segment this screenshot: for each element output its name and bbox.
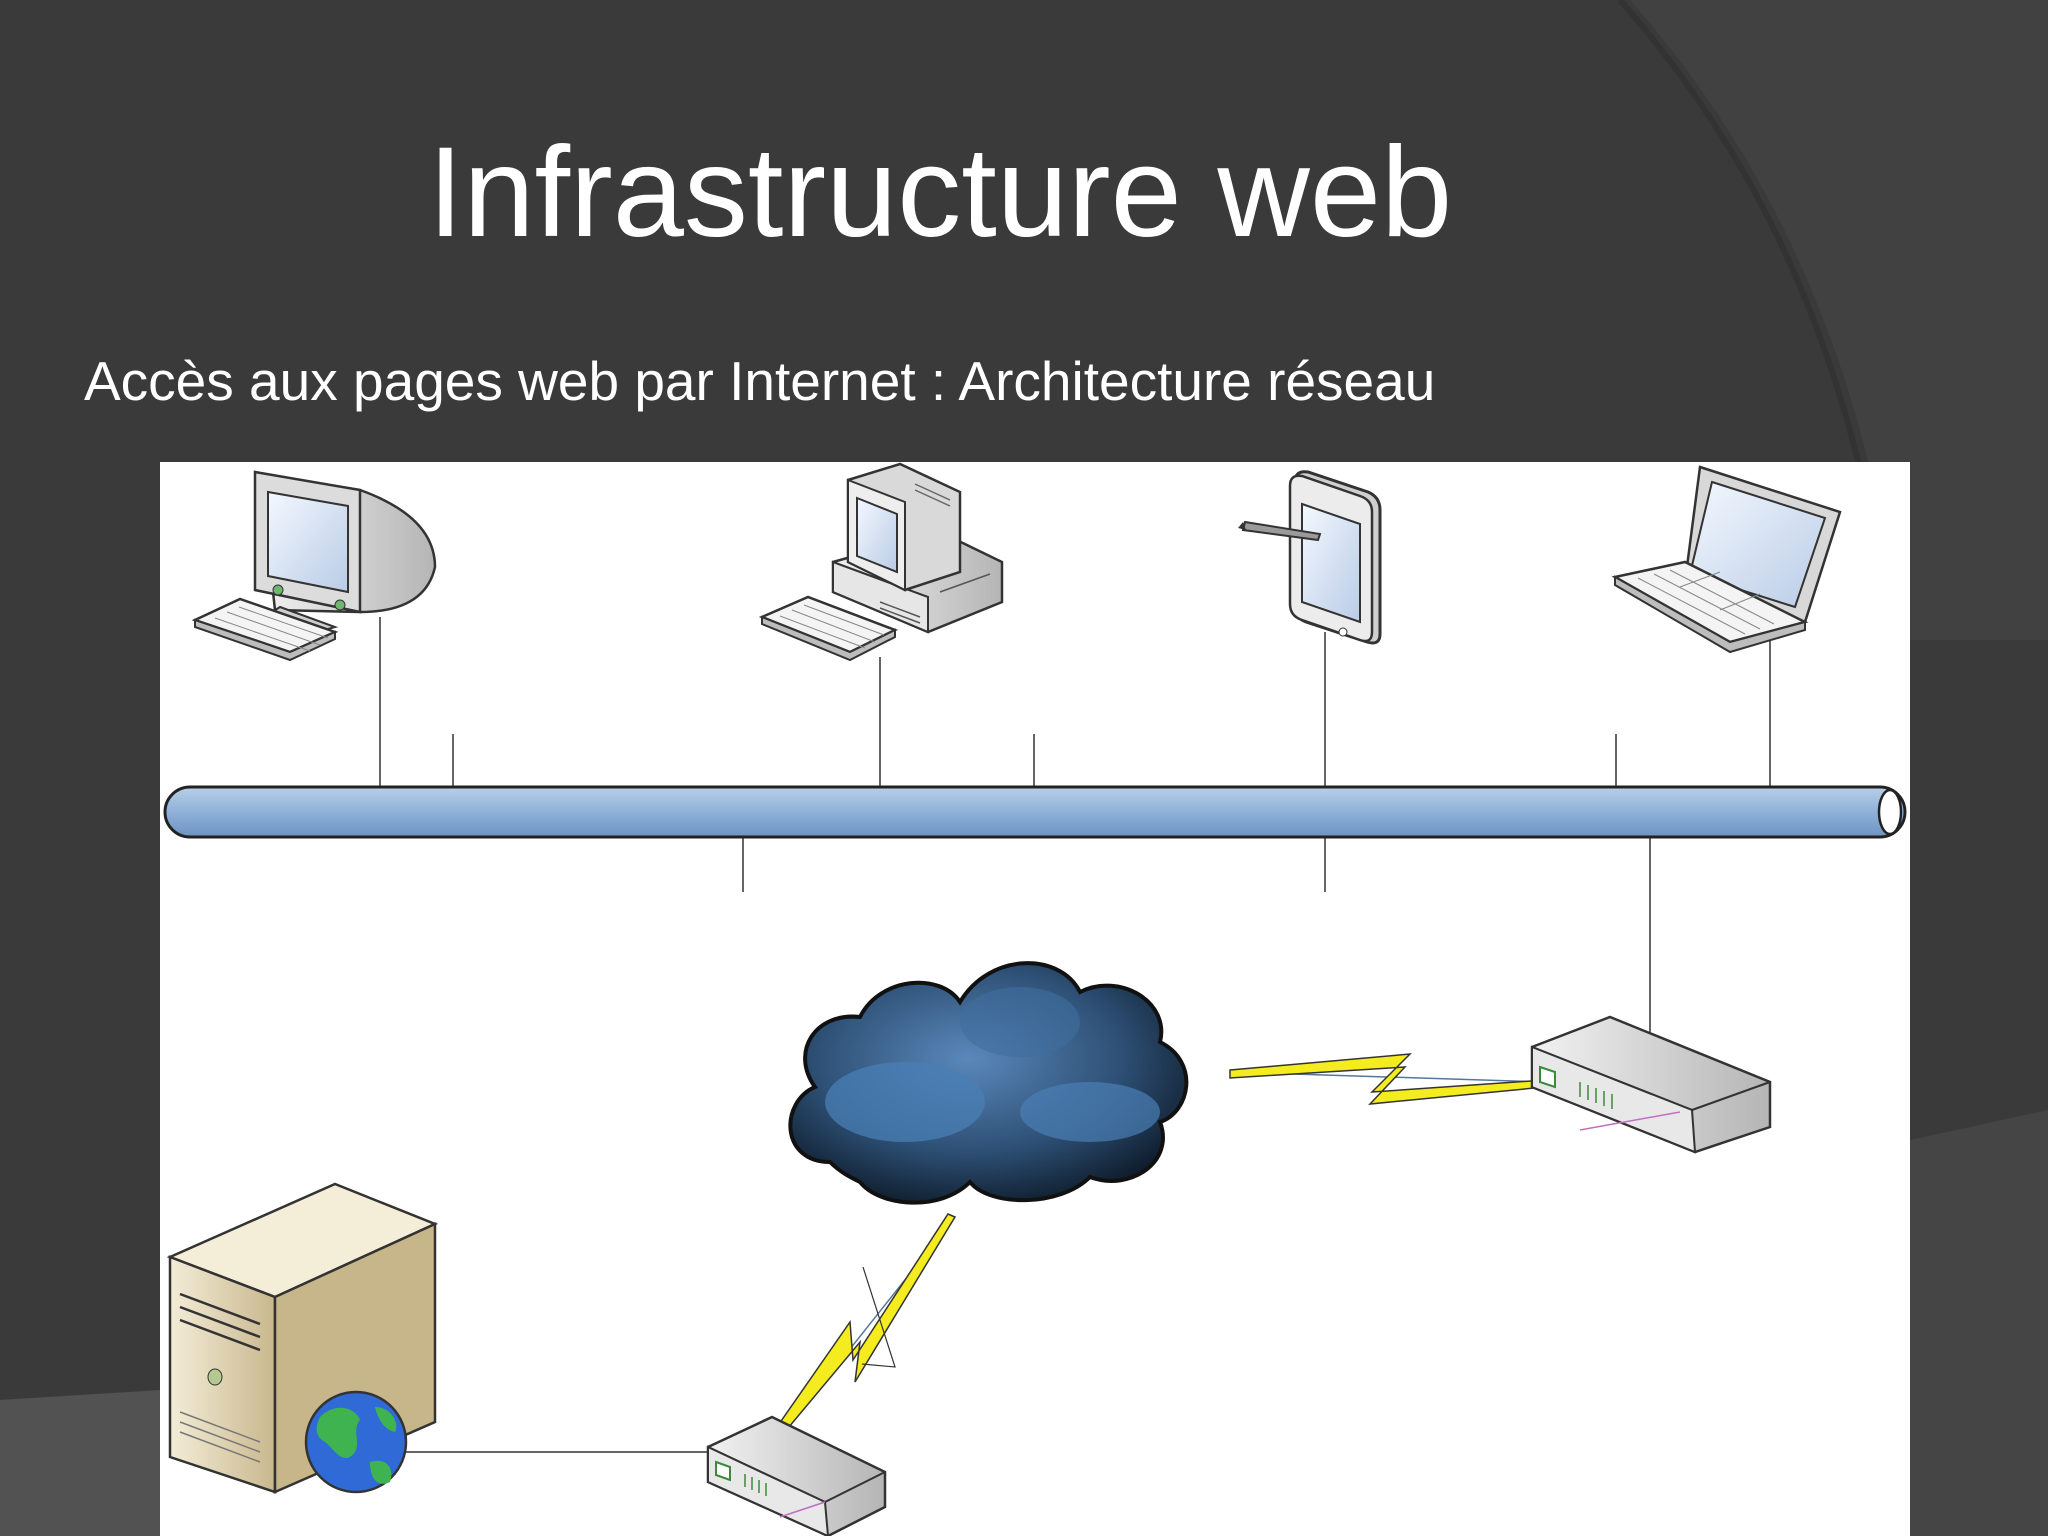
internet-cloud-icon — [788, 961, 1189, 1205]
laptop-icon — [1611, 465, 1842, 654]
network-diagram — [160, 462, 1910, 1536]
desktop-computer-icon — [758, 462, 1004, 662]
ethernet-bus — [163, 785, 1907, 839]
crt-monitor-computer-icon — [191, 470, 437, 662]
wan-link-lan — [1229, 1053, 1546, 1105]
web-server-icon — [166, 1182, 439, 1494]
background-arc — [1630, 0, 2048, 640]
server-router-icon — [706, 1415, 887, 1536]
bus-taps — [379, 617, 1771, 1037]
wan-link-server — [762, 1213, 957, 1454]
tablet-with-stylus-icon — [1238, 470, 1382, 645]
slide-subtitle: Accès aux pages web par Internet : Archi… — [84, 350, 1436, 412]
lan-router-icon — [1530, 1015, 1772, 1154]
slide-title: Infrastructure web — [427, 121, 1453, 264]
background-arc — [0, 1390, 160, 1536]
background-arc — [1910, 1110, 2048, 1536]
